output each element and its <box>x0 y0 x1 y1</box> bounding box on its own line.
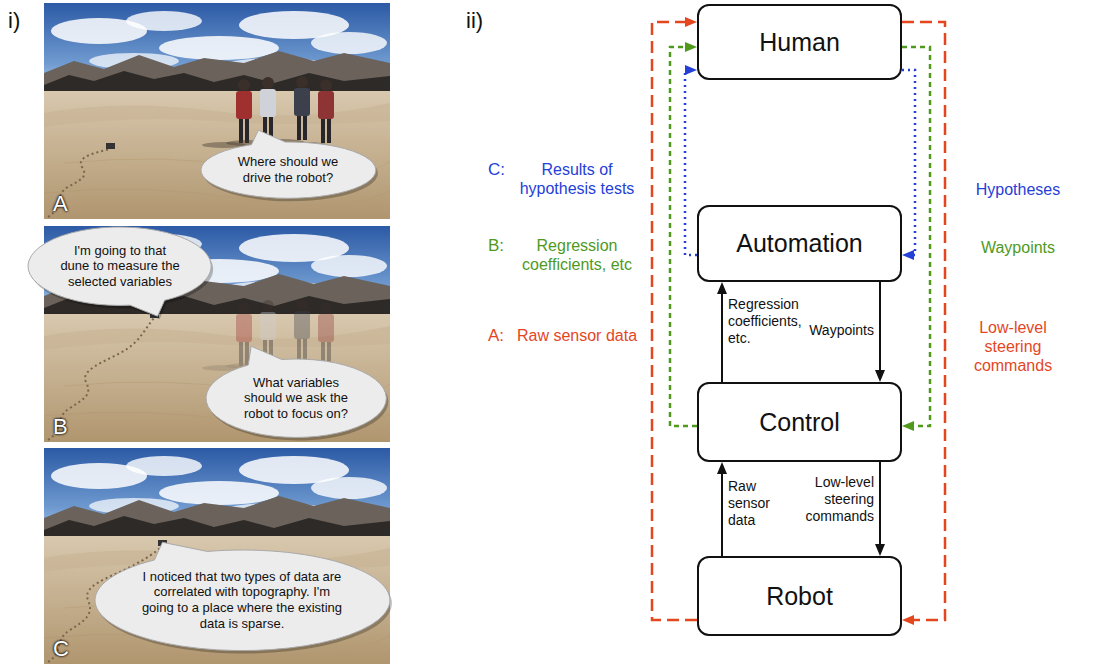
connector-arrow <box>879 462 881 550</box>
bubble-text: I noticed that two types of data are cor… <box>139 569 344 631</box>
panel-letter: A <box>53 193 68 215</box>
dashed-connector <box>902 70 915 255</box>
bubble-text: Where should we drive the robot? <box>229 154 347 185</box>
panel-letter: C <box>53 638 69 660</box>
level-letter: C: <box>488 160 505 180</box>
photo-panel: B I'm going to that dune to measure the s… <box>44 226 390 442</box>
panel-label: i) <box>8 8 20 34</box>
edge-label: Waypoints <box>804 322 874 339</box>
process-box: Automation <box>697 205 902 282</box>
speech-bubble: What variables should we ask the robot t… <box>206 359 386 437</box>
channel-label: Raw sensor data <box>512 326 642 345</box>
panel-label: ii) <box>466 8 483 34</box>
dashed-connector <box>670 47 697 426</box>
bubble-shape <box>206 346 386 437</box>
robot-tracks <box>48 318 154 440</box>
connector-arrow <box>721 288 723 382</box>
robot-icon <box>106 143 115 149</box>
edge-label: Low-level steering commands <box>804 474 874 524</box>
box-title: Control <box>759 408 840 437</box>
edge-label: Regression coefficients, etc. <box>728 296 804 346</box>
desert-photo <box>44 3 390 219</box>
bubble-shape <box>28 227 211 316</box>
desert-photo <box>44 448 390 664</box>
channel-label: Results of hypothesis tests <box>512 160 642 198</box>
process-box: Human <box>697 4 902 80</box>
channel-label: Low-level steering commands <box>958 318 1068 376</box>
speech-bubble: Where should we drive the robot? <box>201 142 376 198</box>
edge-label: Raw sensor data <box>728 478 800 528</box>
desert-photo <box>44 226 390 442</box>
dashed-connector <box>652 22 697 620</box>
connector-arrow <box>879 282 881 376</box>
box-title: Robot <box>766 582 833 611</box>
dashed-connector <box>902 47 930 426</box>
speech-bubble: I noticed that two types of data are cor… <box>95 550 390 651</box>
bubble-text: What variables should we ask the robot t… <box>235 375 357 422</box>
bubble-text: I'm going to that dune to measure the se… <box>58 243 182 290</box>
box-title: Automation <box>736 229 862 258</box>
channel-label: Regression coefficients, etc <box>512 236 642 274</box>
bubble-shape <box>95 542 390 650</box>
photo-panel: C I noticed that two types of data are co… <box>44 448 390 664</box>
speech-bubble: I'm going to that dune to measure the se… <box>28 227 211 305</box>
channel-label: Hypotheses <box>958 180 1078 199</box>
box-title: Human <box>759 28 840 57</box>
level-letter: A: <box>488 326 504 346</box>
dashed-connector <box>902 22 945 620</box>
bubble-shape <box>201 130 376 198</box>
connector-arrow <box>721 468 723 556</box>
photo-panel: A Where should we drive the robot? <box>44 3 390 219</box>
process-box: Robot <box>697 556 902 636</box>
level-letter: B: <box>488 236 504 256</box>
process-box: Control <box>697 382 902 462</box>
panel-letter: B <box>53 416 68 438</box>
robot-tracks <box>48 149 110 217</box>
channel-label: Waypoints <box>958 238 1078 257</box>
dashed-connector <box>685 70 697 255</box>
